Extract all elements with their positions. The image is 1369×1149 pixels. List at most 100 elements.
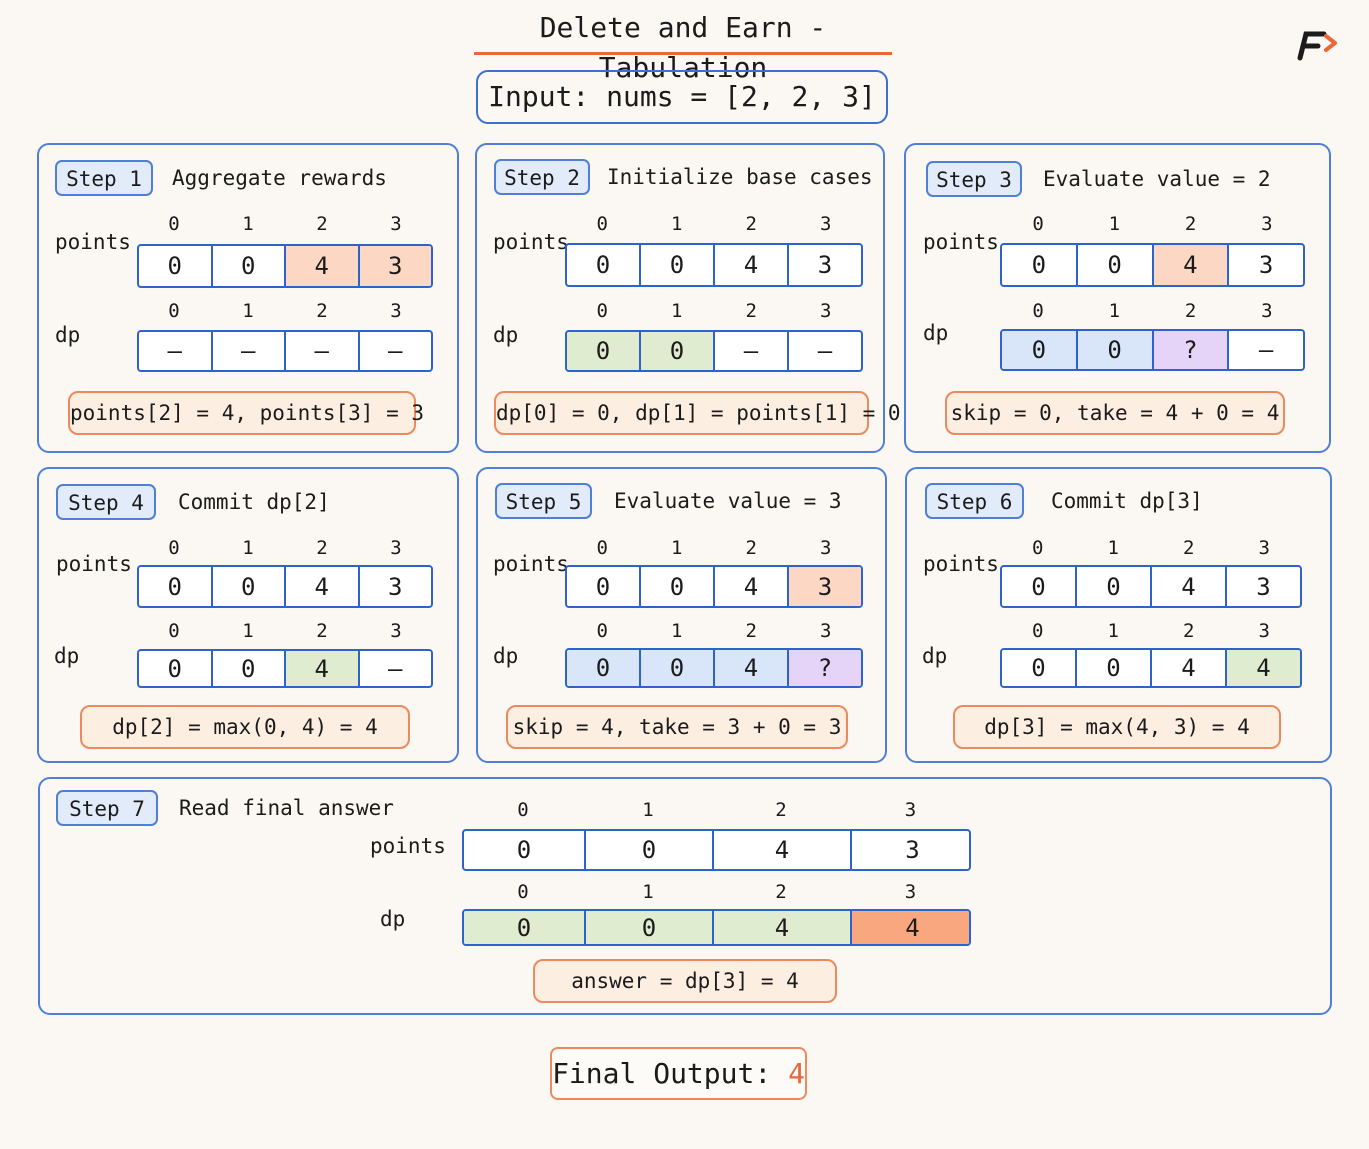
dp-index-label: 2: [745, 300, 757, 322]
dp-cell: 0: [1077, 650, 1152, 686]
dp-index-label: 1: [242, 300, 254, 322]
step-title: Initialize base cases: [607, 165, 873, 189]
points-cell: 4: [715, 567, 789, 606]
final-output: Final Output: 4: [550, 1047, 807, 1100]
points-index-label: 1: [1108, 213, 1121, 235]
dp-cell: 0: [567, 650, 641, 686]
dp-index-label: 2: [1183, 620, 1195, 642]
step-note: points[2] = 4, points[3] = 3: [68, 391, 424, 435]
dp-cell: –: [286, 332, 360, 370]
points-cell: 0: [567, 567, 641, 606]
points-cell: 3: [789, 567, 861, 606]
points-cell: 0: [641, 567, 715, 606]
dp-cell: 4: [715, 650, 789, 686]
points-index-label: 2: [745, 537, 757, 559]
dp-cell: –: [139, 332, 213, 370]
points-index-label: 1: [242, 537, 254, 559]
dp-cell: ?: [1153, 331, 1230, 369]
points-index-label: 2: [1183, 537, 1195, 559]
dp-cell: 0: [641, 332, 715, 370]
final-output-value: 4: [788, 1057, 805, 1090]
dp-index-label: 3: [820, 620, 832, 642]
dp-index-label: 1: [671, 300, 683, 322]
points-index-label: 2: [316, 537, 328, 559]
points-cell: 0: [464, 831, 586, 869]
points-cell: 3: [388, 572, 403, 601]
step-title: Commit dp[3]: [1051, 489, 1203, 513]
points-index-label: 3: [390, 213, 402, 235]
points-cell: 4: [1153, 245, 1230, 285]
points-row-label: points: [493, 230, 569, 254]
dp-index-label: 1: [671, 620, 683, 642]
dp-cell: 0: [586, 911, 714, 944]
dp-index-label: 3: [390, 620, 402, 642]
step-badge: Step 3: [926, 161, 1022, 197]
points-index-label: 0: [517, 799, 529, 821]
dp-cell: 0: [1002, 650, 1077, 686]
dp-cell: ?: [789, 650, 861, 686]
dp-cell: 4: [714, 911, 852, 944]
dp-index-label: 2: [745, 620, 757, 642]
points-row-label: points: [55, 230, 131, 254]
points-cell: 4: [1152, 567, 1227, 606]
step-title: Evaluate value = 2: [1043, 167, 1271, 191]
dp-cell: 4: [1227, 650, 1300, 686]
points-index-label: 0: [1032, 537, 1044, 559]
points-index-label: 0: [168, 537, 180, 559]
points-index-label: 1: [671, 537, 683, 559]
dp-cell: 4: [286, 651, 360, 686]
points-cell: 3: [1256, 572, 1271, 601]
points-cell: 0: [213, 567, 286, 606]
points-cell: 3: [359, 246, 431, 286]
dp-row-label: dp: [54, 644, 80, 668]
points-cell: 0: [139, 567, 213, 606]
step-title: Read final answer: [179, 796, 394, 820]
points-cell: 3: [1258, 251, 1274, 279]
dp-index-label: 3: [1261, 300, 1273, 322]
points-row-label: points: [493, 552, 569, 576]
dp-cell: –: [213, 332, 286, 370]
points-index-label: 0: [168, 213, 180, 235]
step-badge: Step 5: [495, 483, 592, 519]
points-cell: 3: [905, 836, 920, 864]
points-index-label: 2: [775, 799, 787, 821]
points-cell: 3: [817, 251, 833, 279]
dp-row-label: dp: [55, 323, 81, 347]
dp-index-label: 0: [1032, 620, 1044, 642]
dp-row-label: dp: [380, 907, 406, 931]
input-display: Input: nums = [2, 2, 3]: [476, 70, 888, 124]
dp-row-label: dp: [493, 644, 519, 668]
points-index-label: 1: [242, 213, 254, 235]
step-badge: Step 7: [56, 790, 158, 826]
points-row-label: points: [56, 552, 132, 576]
step-note: dp[2] = max(0, 4) = 4: [80, 705, 410, 749]
dp-index-label: 1: [242, 620, 254, 642]
dp-row-label: dp: [493, 323, 519, 347]
points-index-label: 0: [1032, 213, 1044, 235]
dp-index-label: 3: [904, 881, 917, 903]
dp-cell: 4: [1152, 650, 1227, 686]
dp-index-label: 0: [596, 300, 608, 322]
points-index-label: 3: [820, 537, 832, 559]
dp-index-label: 0: [517, 881, 529, 903]
points-index-label: 3: [1261, 213, 1273, 235]
dp-index-label: 0: [1032, 300, 1044, 322]
step-note: dp[0] = 0, dp[1] = points[1] = 0: [494, 391, 901, 435]
points-cell: 0: [1002, 245, 1078, 285]
dp-index-label: 0: [168, 620, 180, 642]
points-cell: 4: [714, 831, 852, 869]
step-note: skip = 0, take = 4 + 0 = 4: [945, 391, 1285, 435]
points-index-label: 2: [745, 213, 757, 235]
dp-cell: 0: [641, 650, 715, 686]
points-cell: 0: [586, 831, 714, 869]
points-cell: 0: [1077, 567, 1152, 606]
